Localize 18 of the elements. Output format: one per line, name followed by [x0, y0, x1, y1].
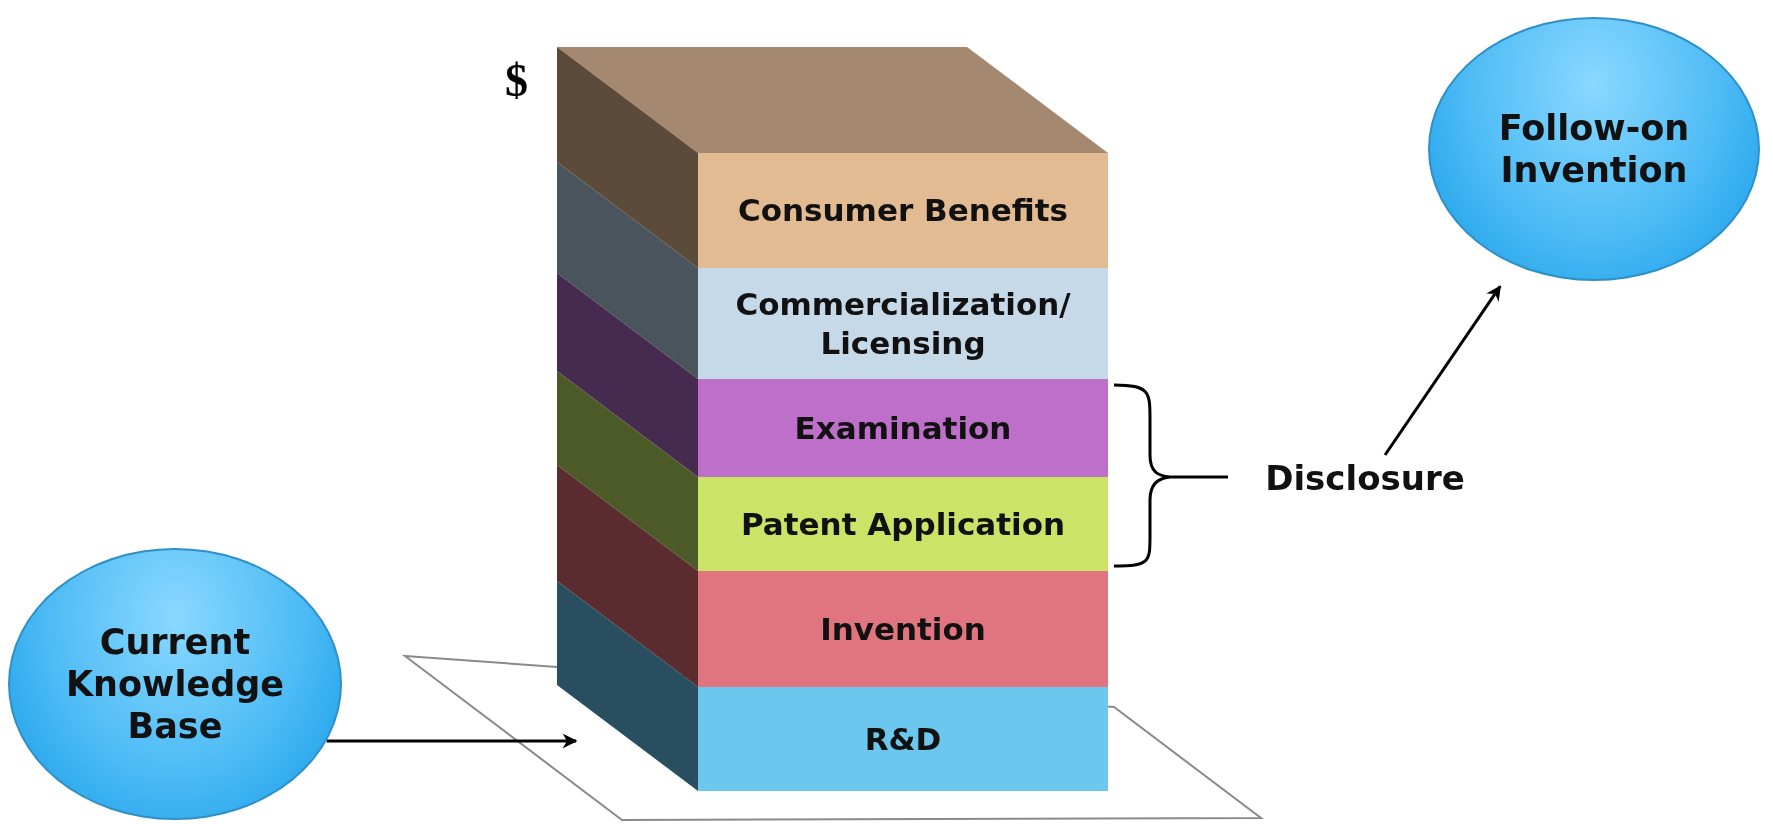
node-text: Invention [820, 609, 986, 649]
node-text: Commercialization/ Licensing [734, 284, 1072, 363]
layer-block [698, 571, 1108, 687]
layer-block [698, 153, 1108, 268]
arrow [1383, 285, 1502, 456]
node-text: R&D [864, 719, 942, 759]
layer-block [698, 477, 1108, 571]
layer-block [698, 687, 1108, 791]
node-text: Consumer Benefits [737, 191, 1068, 230]
layer-block [698, 268, 1108, 379]
currency-symbol: $ [505, 58, 528, 104]
node-text: Current Knowledge Base [65, 621, 285, 747]
node-text: Follow-on Invention [1497, 107, 1691, 191]
node-text: Patent Application [740, 504, 1066, 544]
layer-block [698, 379, 1108, 477]
node-label: Disclosure [1240, 455, 1490, 501]
arrow [326, 733, 578, 749]
node-text: Examination [794, 408, 1012, 448]
